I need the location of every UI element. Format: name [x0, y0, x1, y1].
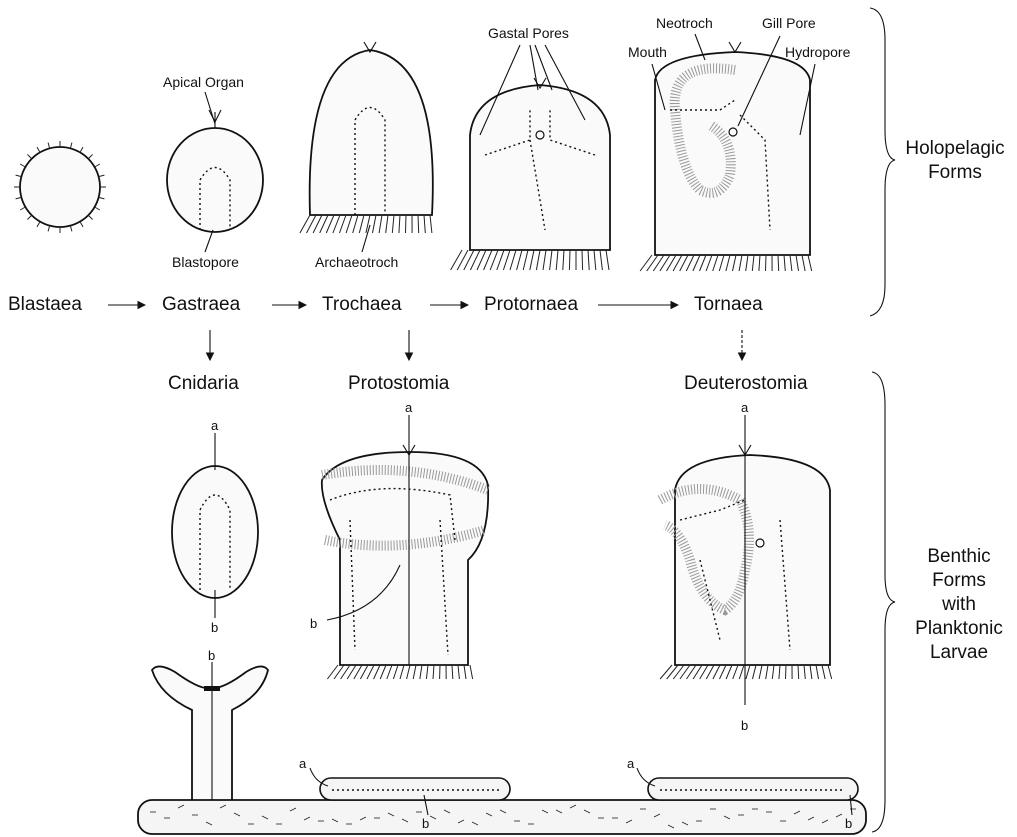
blastaea-figure [14, 141, 106, 233]
stage-trochaea: Trochaea [322, 294, 402, 315]
axis-b-deuterostome-adult: b [845, 816, 852, 831]
gastraea-figure [167, 110, 263, 232]
stage-protornaea: Protornaea [484, 294, 578, 315]
label-gill-pore: Gill Pore [762, 15, 816, 31]
protornaea-figure [451, 78, 610, 270]
label-neotroch: Neotroch [656, 15, 713, 31]
stage-tornaea: Tornaea [694, 294, 763, 315]
axis-b-deuterostomia: b [741, 718, 748, 733]
cnidaria-polyp: b a [152, 648, 268, 825]
tornaea-figure [640, 42, 812, 271]
axis-a-protostomia: a [405, 400, 413, 415]
benthic-line-3: with [941, 594, 976, 615]
holopelagic-brace [870, 8, 895, 316]
axis-b-polyp: b [208, 648, 215, 663]
holopelagic-line-1: Holopelagic [905, 138, 1004, 159]
label-gastral-pores: Gastal Pores [488, 25, 569, 41]
archaeotroch-cilia [300, 215, 432, 233]
benthic-line-2: Forms [932, 570, 986, 591]
label-blastopore: Blastopore [172, 254, 239, 270]
axis-b-protostomia: b [310, 616, 317, 631]
cnidaria-larva: a b [172, 418, 258, 635]
stage-blastaea: Blastaea [8, 294, 82, 315]
tornaea-cilia [640, 255, 812, 271]
axis-a-cnidaria: a [211, 418, 219, 433]
substrate [138, 800, 866, 834]
axis-a-deuterostomia: a [741, 400, 749, 415]
benthic-line-5: Larvae [930, 642, 988, 663]
holopelagic-line-2: Forms [928, 162, 982, 183]
group-protostomia: Protostomia [348, 373, 450, 394]
axis-a-deuterostome-adult: a [627, 756, 635, 771]
benthic-line-1: Benthic [927, 546, 990, 567]
trochaea-figure [300, 42, 433, 233]
label-apical-organ: Apical Organ [163, 74, 244, 90]
deuterostomia-larva: a b [660, 400, 832, 733]
axis-b-cnidaria: b [211, 620, 218, 635]
group-cnidaria: Cnidaria [168, 373, 239, 394]
protornaea-cilia [451, 250, 609, 270]
label-mouth: Mouth [628, 44, 667, 60]
axis-b-protostome-adult: b [422, 816, 429, 831]
benthic-brace [872, 372, 895, 832]
label-hydropore: Hydropore [785, 44, 851, 60]
label-archaeotroch: Archaeotroch [315, 254, 398, 270]
protostomia-larva: a b [310, 400, 488, 679]
group-deuterostomia: Deuterostomia [684, 373, 808, 394]
axis-a-protostome-adult: a [299, 756, 307, 771]
benthic-line-4: Planktonic [915, 618, 1003, 639]
stage-gastraea: Gastraea [162, 294, 241, 315]
